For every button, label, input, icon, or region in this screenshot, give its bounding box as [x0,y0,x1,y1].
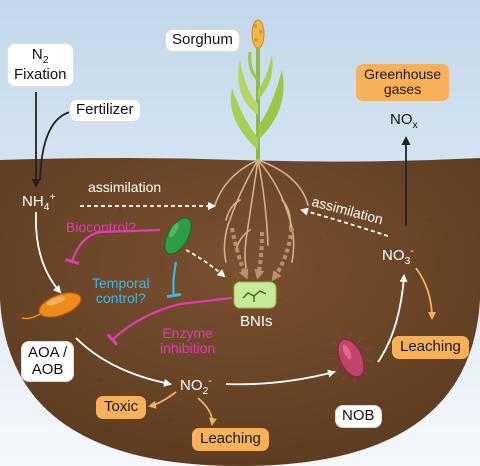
biocontrol-dashed-arrow [185,249,226,278]
sorghum-roots [214,159,309,269]
no2-to-leaching-arrow [197,397,217,426]
aoa-aob-label: AOA / AOB [22,342,74,381]
nob-label: NOB [336,406,381,427]
no3-to-leaching-arrow [415,267,436,320]
no2-to-nob-arrow [225,369,336,386]
nox-label: NOx [390,111,418,131]
enzyme-inhibition-line [106,296,233,346]
bni-exudation-arrows [230,227,294,282]
no3-assimilation-arrow [300,207,389,237]
temporal-control-label: Temporal control? [92,275,150,307]
nh4-label: NH4+ [22,191,56,213]
aoa-aob-microbe-icon [21,292,82,320]
bnis-box [233,281,277,309]
nob-microbe-icon [329,331,374,384]
no3-label: NO3- [382,245,414,267]
greenhouse-gases-label: Greenhouse gases [356,64,450,101]
enzyme-inhibition-label: Enzyme inhibition [160,325,216,357]
leaching-no2-label: Leaching [192,428,269,451]
biocontrol-inhibition [65,228,161,266]
soil-region [0,158,480,466]
biocontrol-label: Biocontrol? [66,219,137,235]
no2-label: NO2- [180,375,212,397]
temporal-control-inhibition [166,261,182,299]
nh4-to-aoa-arrow [34,211,62,294]
toxic-label: Toxic [96,396,147,419]
fertilizer-arrow [39,111,71,181]
biocontrol-microbe-icon [164,217,192,255]
sorghum-label: Sorghum [166,30,239,51]
nob-to-no3-arrow [377,274,408,363]
assimilation-left-label: assimilation [88,179,162,195]
fertilizer-label: Fertilizer [70,100,140,121]
bnis-label: BNIs [240,313,273,330]
no2-to-toxic-arrow [148,391,177,409]
leaching-no3-label: Leaching [392,336,469,359]
n2-fixation-label: N2 Fixation [8,44,73,87]
soil-texture [28,198,461,422]
aob-to-no2-arrow [75,337,172,387]
sorghum-plant [230,19,284,160]
